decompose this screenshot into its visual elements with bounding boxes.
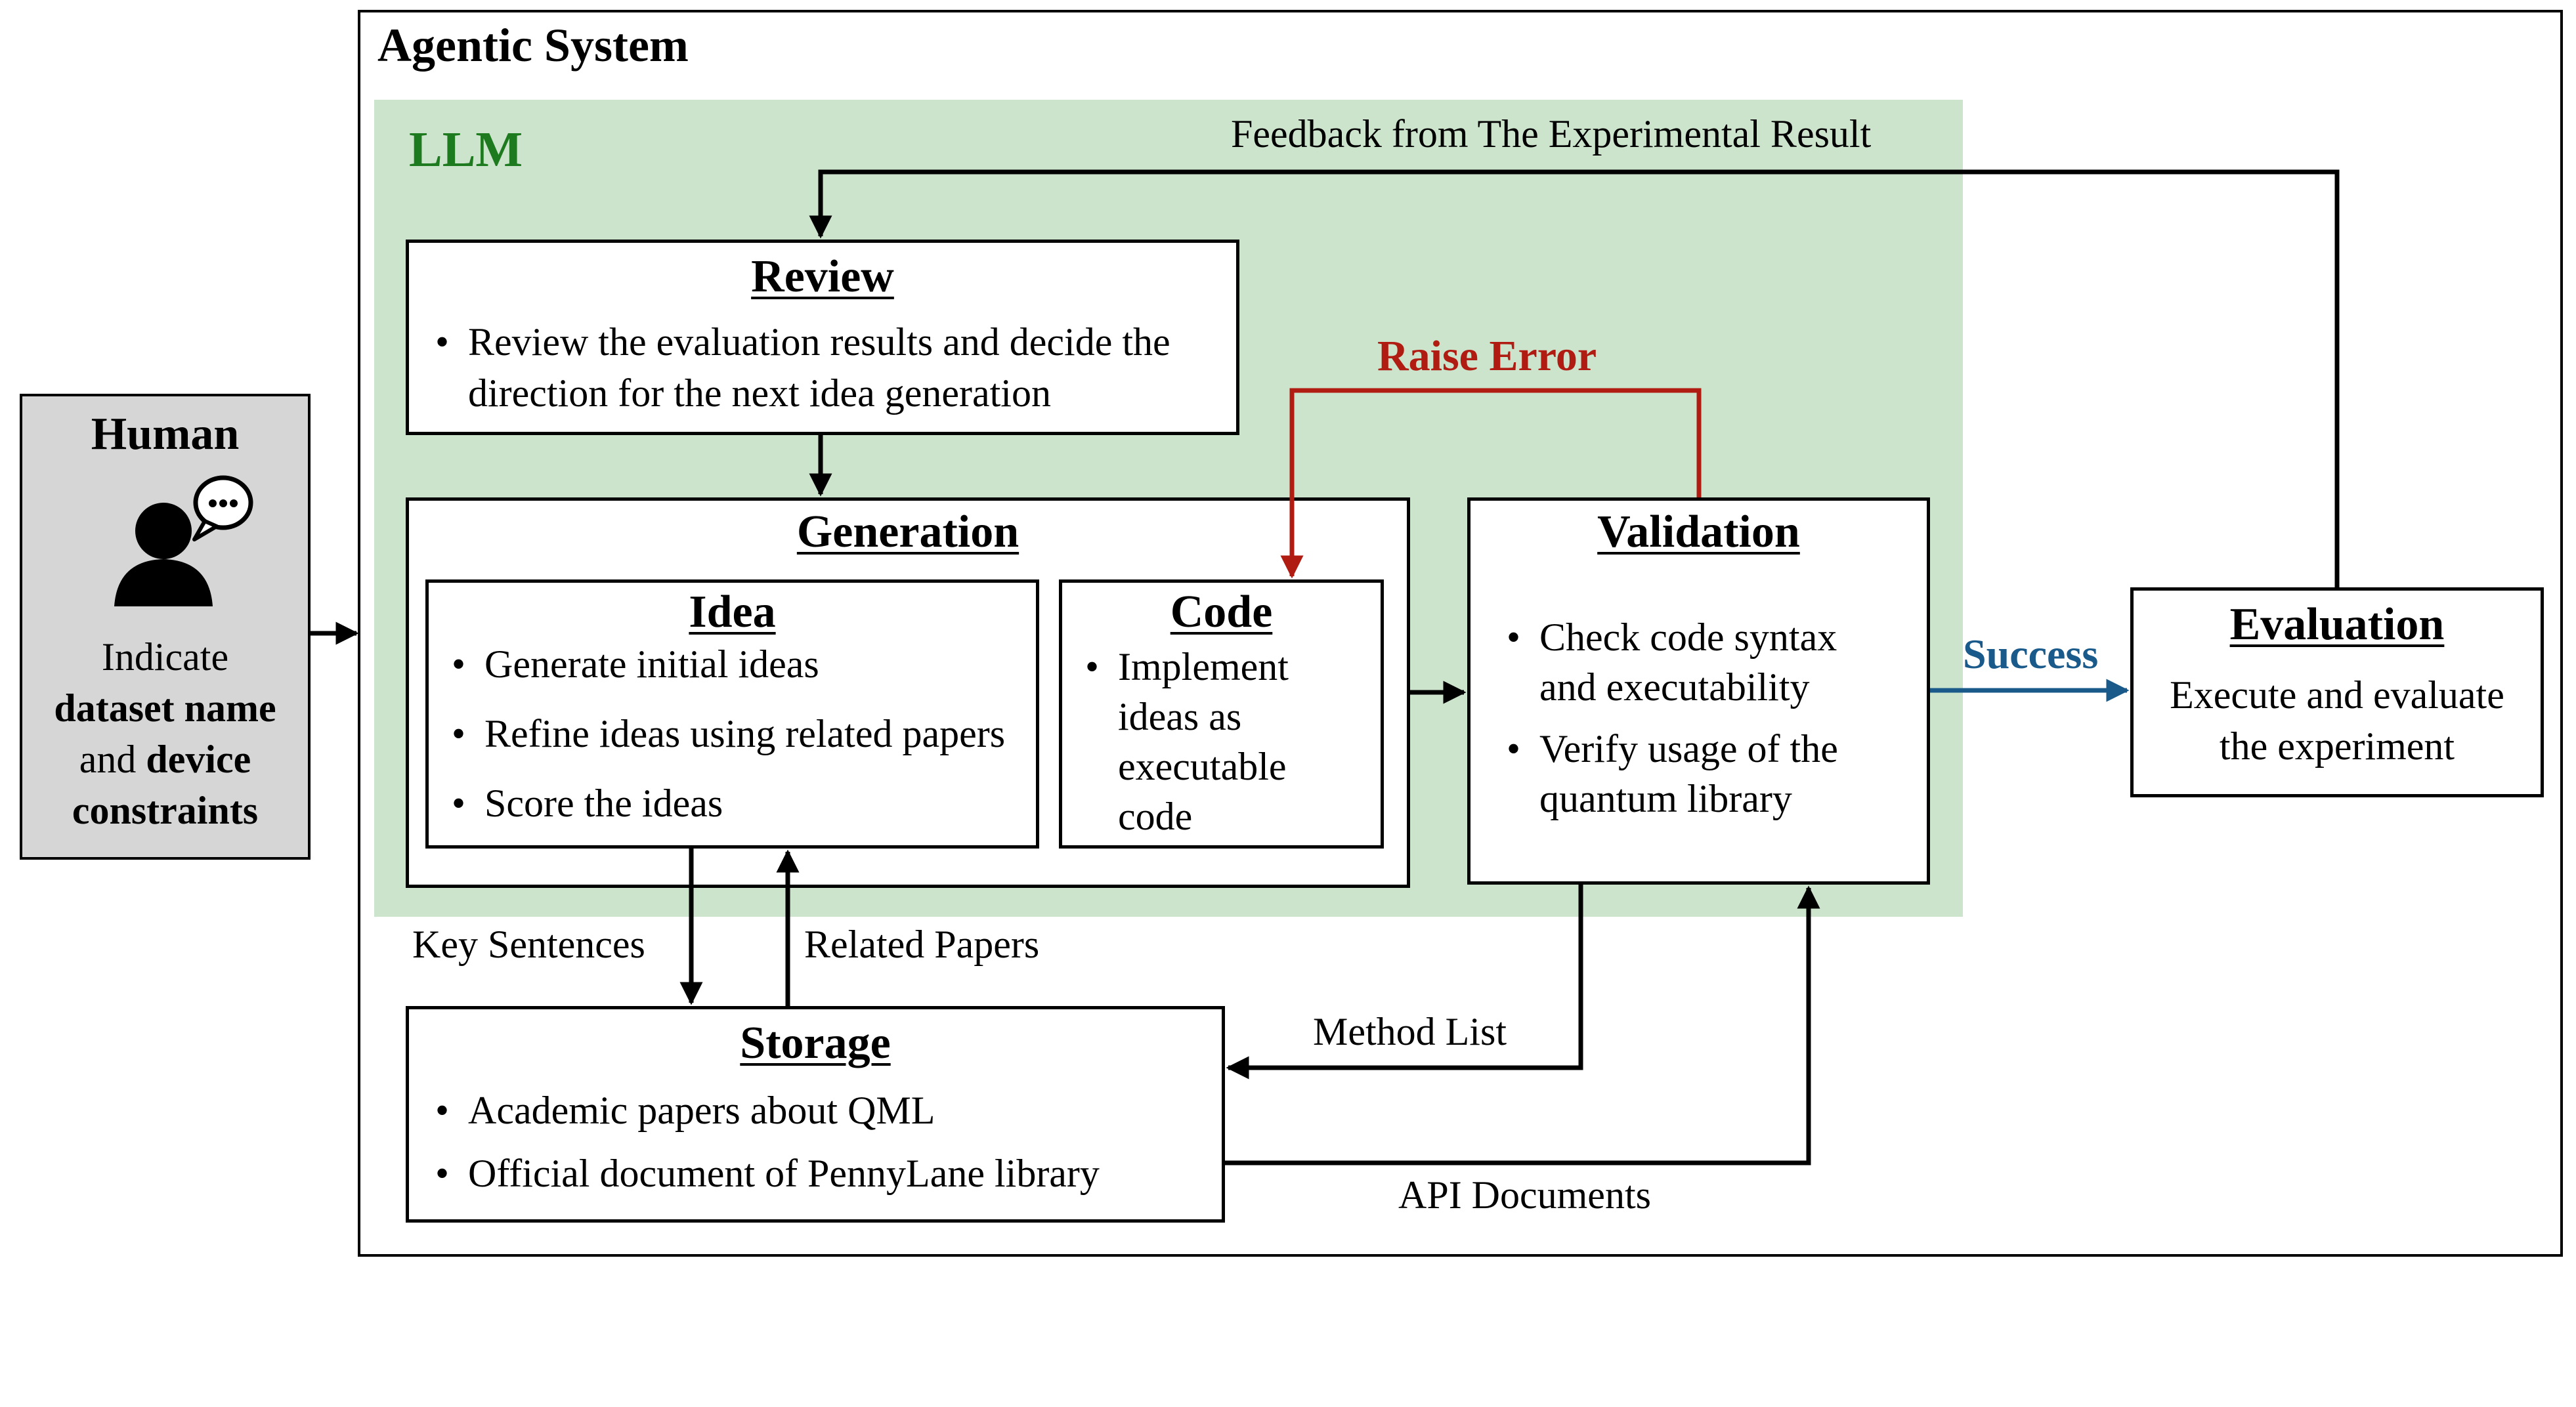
evaluation-title: Evaluation xyxy=(2229,599,2445,650)
idea-title: Idea xyxy=(689,587,776,637)
api-documents-label: API Documents xyxy=(1398,1173,1651,1217)
storage-box: Storage Academic papers about QML Offici… xyxy=(406,1006,1225,1223)
storage-title: Storage xyxy=(740,1018,891,1068)
idea-bullet-3: Score the ideas xyxy=(452,778,1029,829)
human-line-3: and device xyxy=(22,734,308,785)
agentic-system-frame xyxy=(358,10,2563,1257)
human-box: Human Indicate dataset name and device c… xyxy=(20,394,311,860)
human-line-3-device: device xyxy=(146,738,251,781)
idea-bullets: Generate initial ideas Refine ideas usin… xyxy=(452,639,1029,829)
idea-bullet-2: Refine ideas using related papers xyxy=(452,708,1029,759)
validation-bullet-1: Check code syntax and executability xyxy=(1507,612,1900,712)
validation-bullets: Check code syntax and executability Veri… xyxy=(1507,612,1900,824)
human-line-4: constraints xyxy=(72,789,259,832)
success-label: Success xyxy=(1963,631,2099,677)
generation-title: Generation xyxy=(796,507,1020,557)
code-box: Code Implement ideas as executable code xyxy=(1059,579,1384,849)
human-line-2: dataset name xyxy=(54,686,276,730)
arrow-api-documents xyxy=(1225,885,1820,1166)
related-papers-label: Related Papers xyxy=(804,923,1040,966)
raise-error-label: Raise Error xyxy=(1377,332,1597,380)
feedback-label: Feedback from The Experimental Result xyxy=(1231,112,1872,156)
human-line-3-and: and xyxy=(79,738,137,781)
human-line-1: Indicate xyxy=(101,635,229,679)
human-description: Indicate dataset name and device constra… xyxy=(22,631,308,836)
key-sentences-label: Key Sentences xyxy=(412,923,645,966)
validation-box: Validation Check code syntax and executa… xyxy=(1467,497,1930,885)
review-title: Review xyxy=(751,251,894,302)
storage-bullet-2: Official document of PennyLane library xyxy=(435,1148,1210,1199)
review-bullets: Review the evaluation results and decide… xyxy=(435,316,1223,419)
arrow-raise-error xyxy=(1280,388,1702,579)
arrow-method-list xyxy=(1226,885,1583,1080)
review-box: Review Review the evaluation results and… xyxy=(406,240,1239,435)
llm-title: LLM xyxy=(409,122,523,177)
code-bullets: Implement ideas as executable code xyxy=(1085,642,1289,841)
method-list-label: Method List xyxy=(1313,1010,1507,1053)
idea-box: Idea Generate initial ideas Refine ideas… xyxy=(425,579,1039,849)
agentic-system-title: Agentic System xyxy=(377,19,689,72)
validation-bullet-2: Verify usage of the quantum library xyxy=(1507,724,1900,824)
code-title: Code xyxy=(1170,587,1273,637)
storage-bullet-1: Academic papers about QML xyxy=(435,1085,1210,1136)
evaluation-text: Execute and evaluate the experiment xyxy=(2170,673,2504,768)
person-speech-icon xyxy=(114,475,253,606)
idea-bullet-1: Generate initial ideas xyxy=(452,639,1029,690)
human-title: Human xyxy=(91,409,240,459)
arrow-feedback xyxy=(809,169,2340,587)
validation-title: Validation xyxy=(1597,507,1800,557)
code-bullet: Implement ideas as executable code xyxy=(1085,642,1289,841)
storage-bullets: Academic papers about QML Official docum… xyxy=(435,1085,1210,1199)
review-bullet: Review the evaluation results and decide… xyxy=(435,316,1223,419)
evaluation-box: Evaluation Execute and evaluate the expe… xyxy=(2130,587,2544,797)
